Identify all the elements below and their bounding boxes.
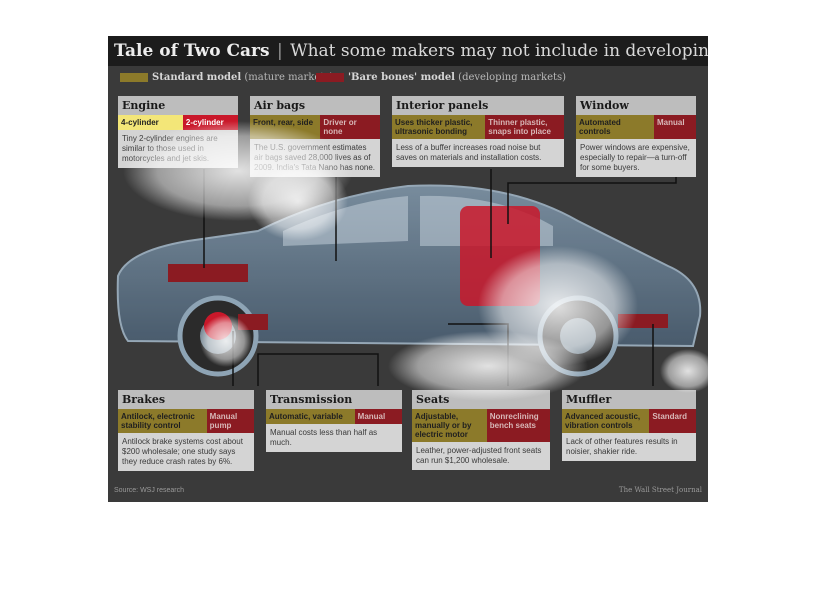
brakes-desc: Antilock brake systems cost about $200 w… [122,437,243,466]
brakes-barebones: Manual pump [206,409,254,433]
muffler-box: Muffler Advanced acoustic, vibration con… [562,390,696,461]
seats-standard: Adjustable, manually or by electric moto… [412,409,487,442]
title-bar: Tale of Two Cars | What some makers may … [108,36,708,66]
airbags-title: Air bags [250,96,380,115]
engine-desc: Tiny 2-cylinder engines are similar to t… [122,134,218,163]
seats-title: Seats [412,390,550,409]
seats-barebones: Nonreclining bench seats [486,409,550,442]
window-title: Window [576,96,696,115]
brakes-box: Brakes Antilock, electronic stability co… [118,390,254,471]
engine-barebones: 2-cylinder [182,115,238,130]
engine-part [168,264,248,282]
legend-barebones: 'Bare bones' model (developing markets) [316,72,566,83]
brake-part [204,312,232,340]
legend-standard: Standard model (mature markets) [120,72,333,83]
interior-box: Interior panels Uses thicker plastic, ul… [392,96,564,167]
airbags-standard: Front, rear, side [250,115,321,139]
window-standard: Automated controls [576,115,654,139]
interior-title: Interior panels [392,96,564,115]
transmission-standard: Automatic, variable [266,409,355,424]
page-title: Tale of Two Cars | What some makers may … [114,41,708,61]
engine-standard: 4-cylinder [118,115,183,130]
wsj-logo: The Wall Street Journal [618,486,702,494]
engine-title: Engine [118,96,238,115]
airbags-barebones: Driver or none [320,115,380,139]
interior-standard: Uses thicker plastic, ultrasonic bonding [392,115,486,139]
transmission-barebones: Manual [354,409,402,424]
muffler-part [618,314,668,328]
interior-barebones: Thinner plastic, snaps into place [485,115,564,139]
seat-part [460,206,540,306]
infographic-frame: Tale of Two Cars | What some makers may … [108,36,708,502]
muffler-desc: Lack of other features results in noisie… [566,437,678,456]
muffler-title: Muffler [562,390,696,409]
muffler-standard: Advanced acoustic, vibration controls [562,409,650,433]
seats-desc: Leather, power-adjusted front seats can … [416,446,542,465]
interior-desc: Less of a buffer increases road noise bu… [396,143,542,162]
transmission-part [238,314,268,330]
transmission-desc: Manual costs less than half as much. [270,428,378,447]
airbags-desc: The U.S. government estimates air bags s… [254,143,376,172]
transmission-title: Transmission [266,390,402,409]
seats-box: Seats Adjustable, manually or by electri… [412,390,550,470]
muffler-barebones: Standard [649,409,696,433]
source-note: Source: WSJ research [114,487,185,494]
window-desc: Power windows are expensive, especially … [580,143,690,172]
legend-swatch-standard [120,73,148,82]
brakes-title: Brakes [118,390,254,409]
brakes-standard: Antilock, electronic stability control [118,409,207,433]
legend-swatch-barebones [316,73,344,82]
window-barebones: Manual [654,115,696,139]
